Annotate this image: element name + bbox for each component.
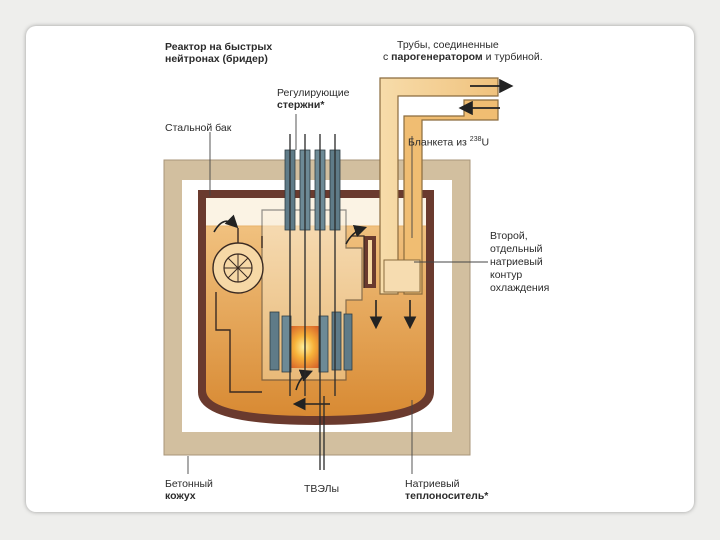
- rods-label-line2: стержни*: [277, 99, 325, 111]
- pipes-prefix: с: [383, 51, 392, 63]
- pipes-suffix: и турбиной.: [482, 51, 543, 63]
- blanket-label: Бланкета из 238U: [408, 134, 489, 149]
- pipes-bold: парогенератором: [391, 51, 483, 63]
- title-line2: нейтронах (бридер): [165, 53, 268, 65]
- pipes-label-line2: с парогенератором и турбиной.: [383, 51, 543, 63]
- leader-lines: [187, 114, 488, 474]
- fuel-assemblies: [269, 311, 353, 373]
- blanket-sup: 238: [469, 136, 482, 143]
- coolant-label-line1: Натриевый: [405, 478, 460, 490]
- rods-label-line1: Регулирующие: [277, 87, 350, 99]
- control-rods: [284, 134, 341, 470]
- pump: [212, 228, 264, 393]
- secondary-loop-pipes: [379, 77, 499, 295]
- title-line1: Реактор на быстрых: [165, 41, 273, 53]
- coolant-label-line2: теплоноситель*: [405, 490, 489, 502]
- flow-arrow-to-exchanger: [345, 224, 368, 245]
- fuel-label: ТВЭЛы: [304, 483, 340, 495]
- blanket-suffix: U: [481, 136, 490, 149]
- tank-label: Стальной бак: [165, 122, 232, 134]
- concrete-label-line1: Бетонный: [165, 478, 213, 490]
- loop-label-line2: отдельный: [490, 243, 543, 255]
- loop-label-line5: охлаждения: [490, 282, 550, 294]
- flow-arrow-core: [295, 369, 313, 391]
- blanket-prefix: Бланкета из: [408, 136, 470, 149]
- concrete-label-line2: кожух: [165, 490, 196, 502]
- pipes-label-line1: Трубы, соединенные: [397, 39, 499, 51]
- loop-label-line1: Второй,: [490, 230, 528, 242]
- loop-label-line4: контур: [490, 269, 523, 281]
- loop-label-line3: натриевый: [490, 256, 543, 268]
- flow-arrow-pump: [213, 214, 239, 233]
- core-glow: [286, 326, 322, 368]
